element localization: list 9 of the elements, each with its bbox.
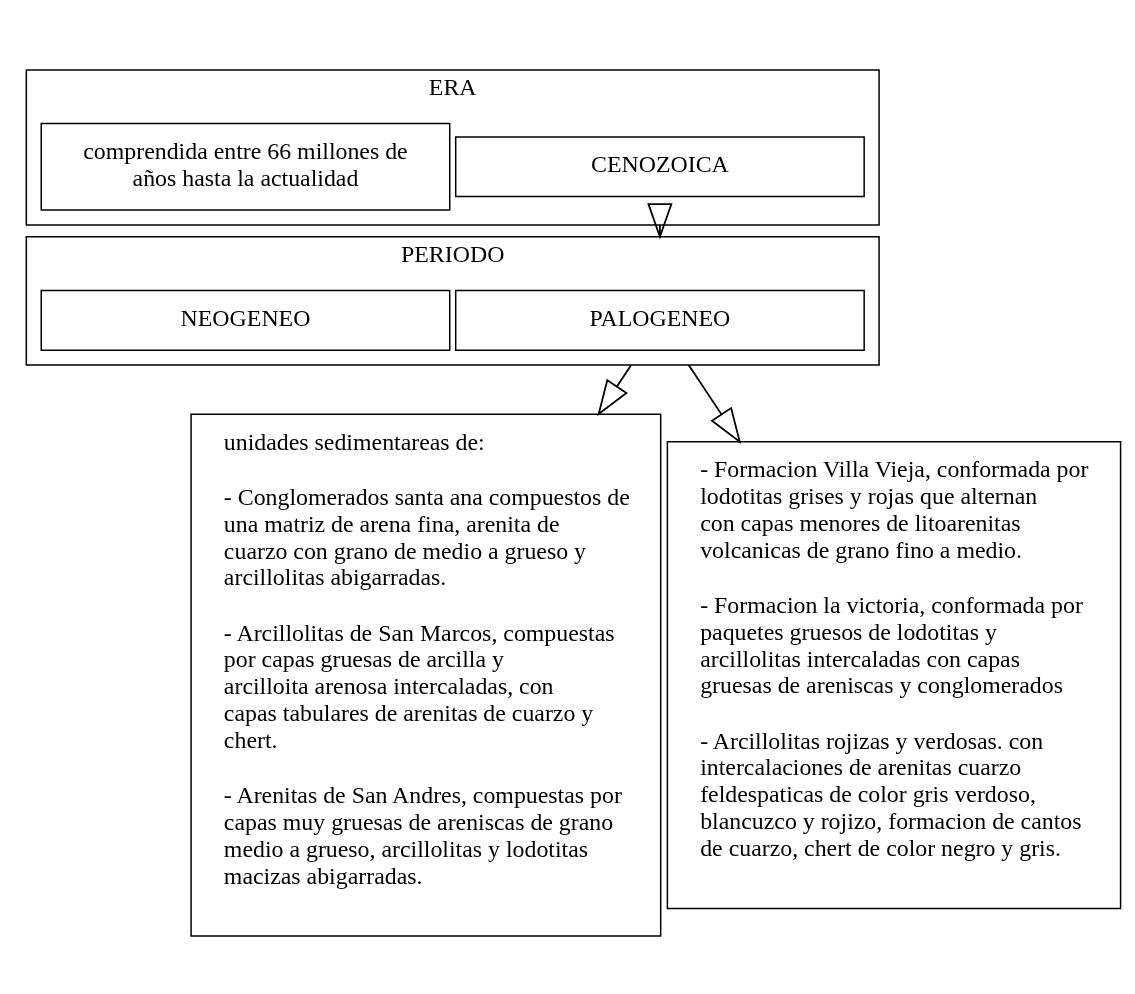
node-box: NEOGENEO bbox=[40, 289, 451, 351]
node-box: comprendida entre 66 millones de años hasta la actualidad bbox=[40, 122, 451, 211]
arrow bbox=[647, 203, 673, 240]
node-box: unidades sedimentareas de: - Conglomerados santa ana compuestos de una matriz de arena fina, arenita de cuarzo con grano de medio a grueso y arcillolitas abigarradas. - Arcillolitas de San Marcos, compuestas por capas gruesas de arcilla y arcilloita arenosa intercaladas, con capas tabulares de arenitas de cuarzo y chert. - Arenitas de San Andres, compuestas por capas muy gruesas de areniscas de grano medio a grueso, arcillolitas y lodotitas macizas abigarradas. bbox=[190, 413, 662, 937]
node-box: - Formacion Villa Vieja, conformada por lodotitas grises y rojas que alternan con capas menores de litoarenitas volcanicas de grano fino a medio. - Formacion la victoria, conformada por paquetes gruesos de lodotitas y arcillolitas intercaladas con capas gruesas de areniscas y conglomerados - Arcillolitas rojizas y verdosas. con intercalaciones de arenitas cuarzo feldespaticas de color gris verdoso, blancuzco y rojizo, formacion de cantos de cuarzo, chert de color negro y gris. bbox=[666, 441, 1122, 910]
node-box: PALOGENEO bbox=[454, 289, 865, 351]
arrow bbox=[687, 364, 742, 445]
arrow bbox=[597, 364, 633, 417]
node-box: CENOZOICA bbox=[454, 136, 865, 198]
